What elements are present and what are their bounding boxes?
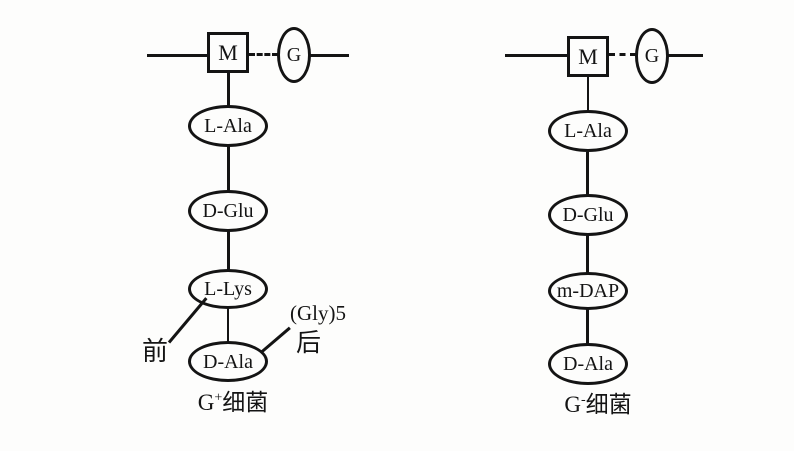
caption-base: G <box>564 392 581 417</box>
caption-suffix: 细菌 <box>585 392 632 417</box>
caption-gram-positive: G+细菌 <box>185 391 281 414</box>
amino-acid-label: L-Lys <box>204 278 252 300</box>
backbone-dashed-bond-right <box>609 53 636 56</box>
node-nam-sugar-right: M <box>567 36 609 77</box>
node-amino-acid: D-Ala <box>548 343 628 385</box>
backbone-line-left-b <box>310 54 349 57</box>
bond-m-lala-left <box>227 72 230 106</box>
backbone-dashed-bond-left <box>249 53 278 56</box>
nag-label-right: G <box>644 45 660 67</box>
bond-m-lala-right <box>587 76 589 112</box>
backbone-line-left-a <box>147 54 208 57</box>
amino-acid-label: D-Glu <box>562 204 614 226</box>
nam-label-left: M <box>218 39 238 65</box>
amino-acid-label: D-Ala <box>203 350 253 373</box>
back-annotation-label: 后 <box>296 330 322 357</box>
caption-suffix: 细菌 <box>222 390 269 415</box>
nam-label-right: M <box>578 43 598 69</box>
leader-line-front <box>167 297 208 344</box>
bond-llys-dala-left <box>227 308 229 342</box>
node-amino-acid: L-Ala <box>188 105 268 147</box>
amino-acid-label: m-DAP <box>556 280 620 302</box>
node-amino-acid: m-DAP <box>548 272 628 310</box>
node-amino-acid: D-Glu <box>548 194 628 236</box>
caption-superscript: + <box>214 390 223 406</box>
amino-acid-label: D-Glu <box>202 200 254 222</box>
backbone-line-right-a <box>505 54 568 57</box>
caption-superscript: - <box>580 392 586 408</box>
node-amino-acid: L-Ala <box>548 110 628 152</box>
bond-dglu-llys-left <box>227 230 230 270</box>
bond-lala-dglu-left <box>227 146 230 191</box>
amino-acid-label: L-Ala <box>204 115 252 137</box>
node-amino-acid: L-Lys <box>188 269 268 309</box>
bond-dglu-mdap-right <box>586 235 589 273</box>
nag-label-left: G <box>286 44 302 66</box>
amino-acid-label: D-Ala <box>563 353 613 375</box>
node-nag-sugar-right: G <box>635 28 669 84</box>
node-nam-sugar-left: M <box>207 32 249 73</box>
caption-base: G <box>197 390 215 415</box>
backbone-line-right-b <box>668 54 703 57</box>
bond-lala-dglu-right <box>586 152 589 195</box>
front-annotation-label: 前 <box>142 337 169 366</box>
caption-gram-negative: G-细菌 <box>550 393 646 416</box>
amino-acid-label: L-Ala <box>564 120 612 142</box>
node-amino-acid: D-Ala <box>188 341 268 382</box>
leader-line-back <box>260 326 291 354</box>
bond-mdap-dala-right <box>586 309 589 344</box>
node-amino-acid: D-Glu <box>188 190 268 232</box>
gly5-bridge-label: (Gly)5 <box>290 301 346 325</box>
node-nag-sugar-left: G <box>277 27 311 83</box>
